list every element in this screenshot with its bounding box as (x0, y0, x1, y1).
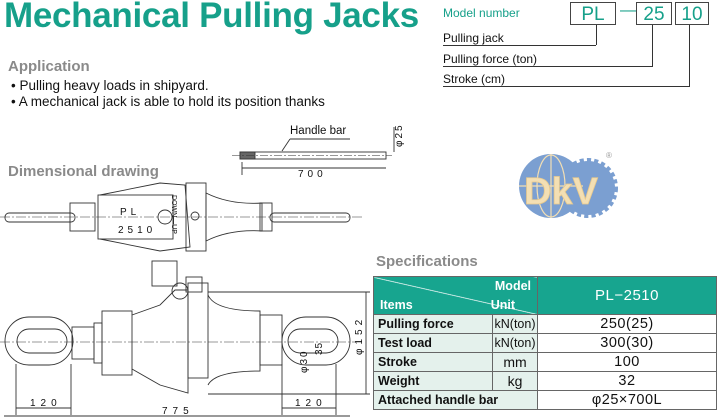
row-item: Attached handle bar (373, 390, 538, 410)
row-item: Test load (373, 333, 493, 353)
header-corner-cell: Model Items Unit (373, 276, 538, 315)
dim-left: 120 (30, 398, 62, 409)
row-unit: kN(ton) (492, 333, 538, 353)
header-items: Items (380, 298, 413, 312)
row-unit: kg (492, 371, 538, 391)
specifications-heading: Specifications (376, 253, 478, 270)
legend-pulling-force: Pulling force (ton) (443, 52, 538, 66)
row-value: 300(30) (537, 333, 717, 353)
plate-text-number: 2510 (118, 225, 156, 236)
header-model: Model (494, 279, 531, 293)
legend-line (443, 86, 690, 87)
legend-line (596, 25, 597, 45)
table-header-row: Model Items Unit PL−2510 (373, 276, 717, 315)
plate-text-pl: PL (120, 207, 140, 218)
model-number-label: Model number (443, 6, 520, 20)
row-unit: mm (492, 352, 538, 372)
page-title: Mechanical Pulling Jacks (4, 0, 419, 35)
application-heading: Application (8, 58, 90, 75)
application-bullet: • A mechanical jack is able to hold its … (11, 94, 325, 109)
model-part-stroke: 10 (675, 2, 709, 25)
dim-eye-dia: φ30 (299, 349, 310, 373)
row-item: Pulling force (373, 314, 493, 334)
legend-pulling-jack: Pulling jack (443, 31, 504, 45)
drawing-heading: Dimensional drawing (8, 163, 159, 180)
row-value: 250(25) (537, 314, 717, 334)
logo-text: DkV (524, 171, 599, 213)
model-part-pl: PL (570, 2, 616, 25)
legend-line (652, 25, 653, 66)
row-unit: kN(ton) (492, 314, 538, 334)
handle-bar-label: Handle bar (290, 125, 346, 137)
legend-line (689, 25, 690, 86)
registered-mark: ® (606, 151, 612, 160)
dimensional-drawing: Handle bar 700 φ25 PL 2510 DOWN—UP 120 1… (0, 123, 405, 417)
model-part-force: 25 (636, 2, 672, 25)
legend-line (443, 45, 596, 46)
dim-handle-length: 700 (298, 169, 327, 180)
dim-eye: 35 (314, 342, 325, 355)
model-separator: — (620, 2, 636, 19)
lever-text: DOWN—UP (170, 195, 177, 234)
application-bullet: • Pulling heavy loads in shipyard. (11, 78, 209, 93)
header-unit: Unit (490, 298, 515, 312)
row-item: Stroke (373, 352, 493, 372)
row-value: 32 (537, 371, 717, 391)
dkv-logo: DkV ® (519, 151, 618, 218)
dim-body-dia: φ152 (354, 316, 365, 355)
legend-line (443, 66, 653, 67)
dim-handle-dia: φ25 (394, 123, 405, 147)
bullet-text: Pulling heavy loads in shipyard. (19, 78, 209, 93)
bullet-text: A mechanical jack is able to hold its po… (18, 94, 325, 109)
row-item: Weight (373, 371, 493, 391)
dim-right: 120 (295, 398, 327, 409)
row-value: φ25×700L (537, 390, 717, 410)
row-value: 100 (537, 352, 717, 372)
header-model-value: PL−2510 (537, 276, 717, 315)
legend-stroke: Stroke (cm) (443, 72, 506, 86)
dim-total: 775 (162, 406, 194, 417)
